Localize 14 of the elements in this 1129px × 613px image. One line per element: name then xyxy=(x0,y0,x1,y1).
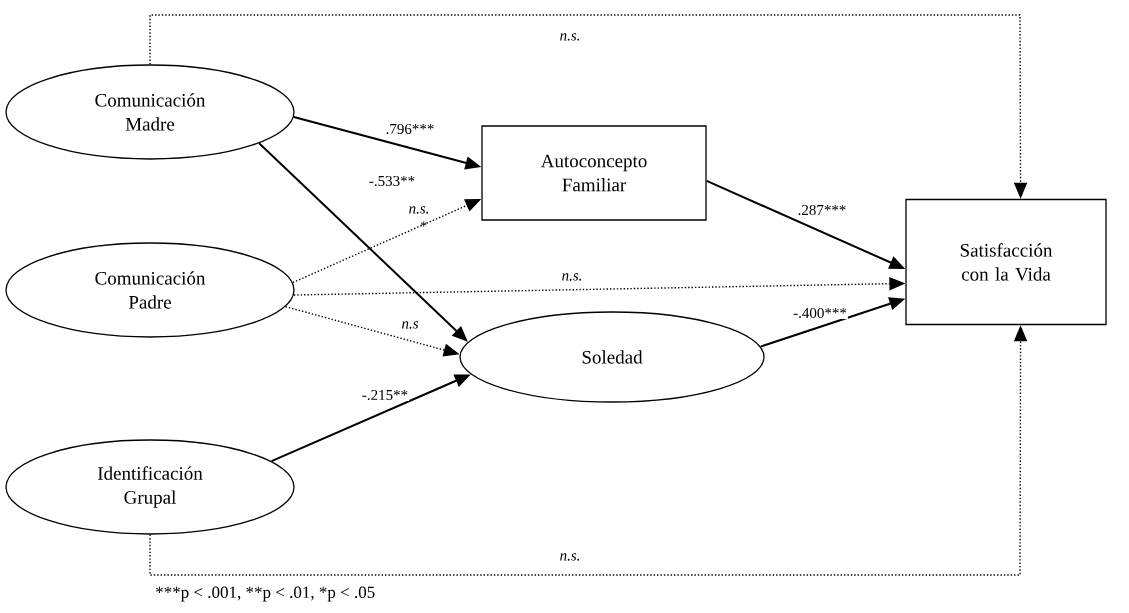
arrow xyxy=(258,142,468,342)
edge-label: n.s xyxy=(400,320,420,330)
ellipse-node: Comunicación Padre xyxy=(5,242,295,338)
rectangle-node: Satisfacción con la Vida xyxy=(905,198,1107,326)
edge-label: n.s. xyxy=(407,205,431,215)
edge-label: n.s. xyxy=(560,272,584,282)
ellipse-node: Identificación Grupal xyxy=(5,439,295,535)
ellipse-node: Comunicación Madre xyxy=(5,64,295,160)
edge-label: n.s. xyxy=(558,552,582,562)
edge-label: n.s. xyxy=(558,32,582,42)
significance-note: ***p < .001, **p < .01, *p < .05 xyxy=(156,586,375,602)
asterisk-mark: * xyxy=(420,221,427,227)
ellipse-node: Soledad xyxy=(459,311,765,403)
rectangle-node: Autoconcepto Familiar xyxy=(481,125,707,221)
